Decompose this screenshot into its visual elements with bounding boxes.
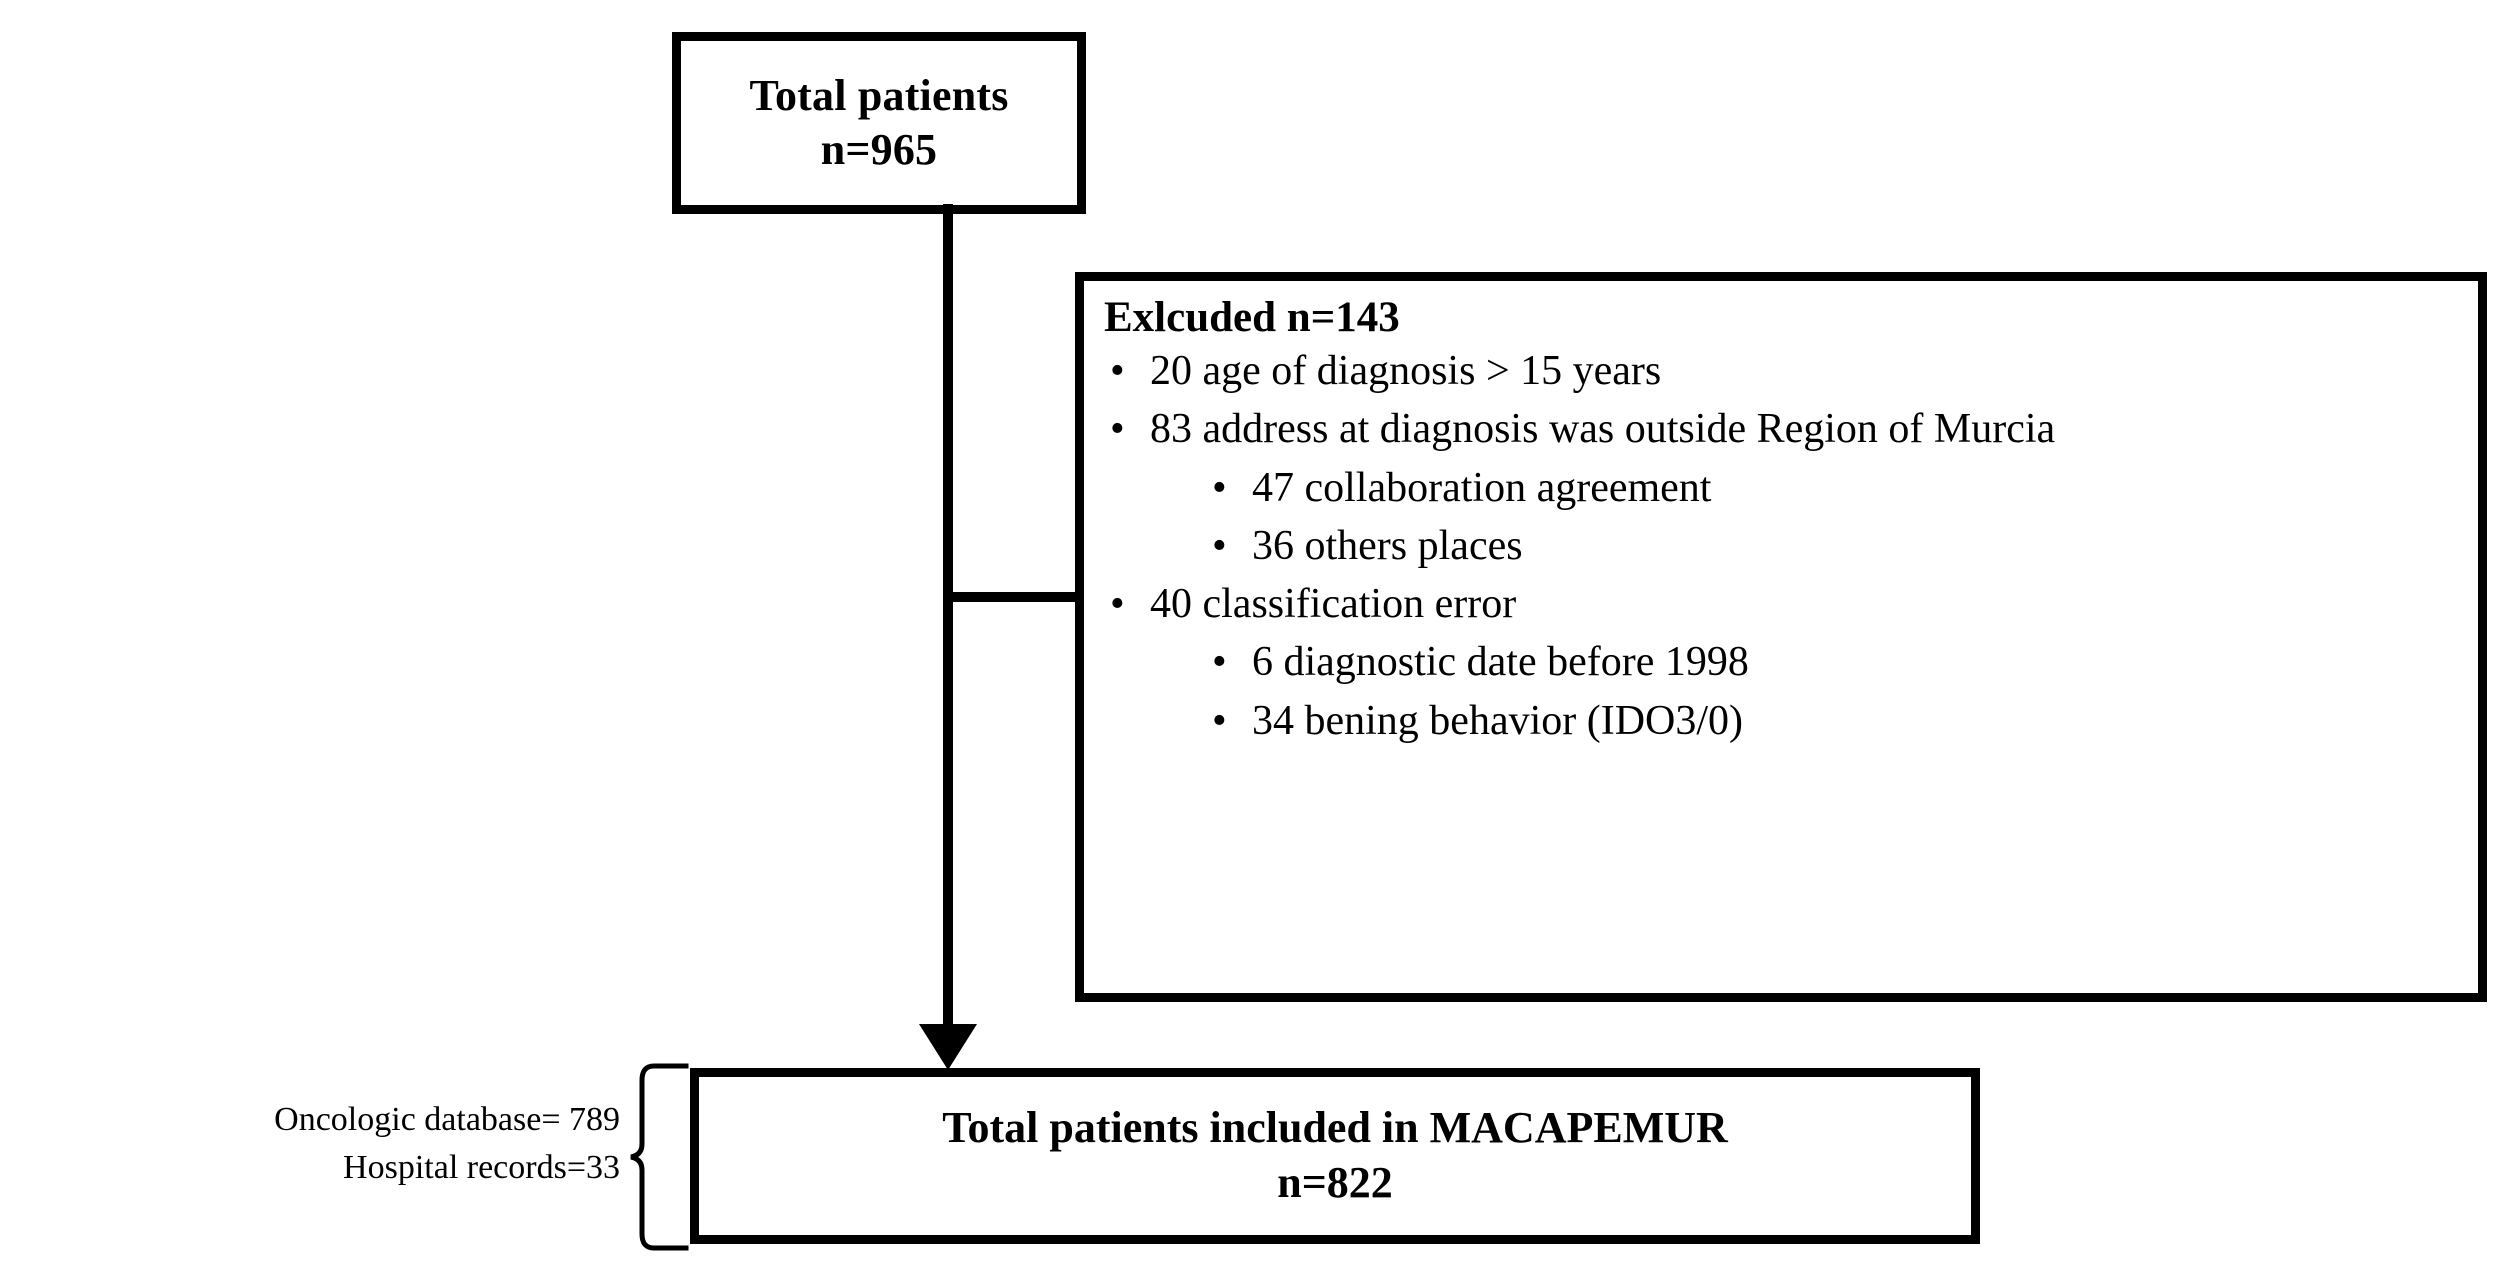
list-item-label: 36 others places [1252, 523, 1523, 570]
total-patients-title: Total patients [749, 71, 1009, 121]
list-item-label: 40 classification error [1150, 580, 1517, 627]
list-item: • 6 diagnostic date before 1998 [1150, 635, 2460, 690]
list-item: • 34 bening behavior (IDO3/0) [1150, 694, 2460, 749]
bullet-dot-icon: • [1212, 639, 1227, 686]
bullet-dot-icon: • [1212, 523, 1227, 570]
oncologic-database-label: Oncologic database= 789 [274, 1101, 620, 1138]
list-item-label: 20 age of diagnosis > 15 years [1150, 348, 1662, 395]
arrow-head-icon [919, 1024, 977, 1070]
list-item: • 47 collaboration agreement [1150, 461, 2460, 516]
included-patients-box: Total patients included in MACAPEMUR n=8… [690, 1068, 1980, 1244]
list-item: • 40 classification error • 6 diagnostic… [1104, 577, 2460, 749]
list-item: • 20 age of diagnosis > 15 years [1104, 344, 2460, 399]
total-patients-count: n=965 [820, 125, 938, 174]
list-item: • 36 others places [1150, 519, 2460, 574]
excluded-title: Exlcuded n=143 [1104, 294, 1400, 341]
excluded-reasons-list: • 20 age of diagnosis > 15 years • 83 ad… [1104, 344, 2460, 748]
bullet-dot-icon: • [1110, 348, 1125, 395]
source-annotation: Oncologic database= 789 Hospital records… [60, 1096, 620, 1193]
bullet-dot-icon: • [1110, 580, 1125, 627]
bullet-dot-icon: • [1212, 698, 1227, 744]
total-patients-box: Total patients n=965 [672, 32, 1086, 214]
hospital-records-label: Hospital records=33 [343, 1149, 620, 1187]
list-item-label: 6 diagnostic date before 1998 [1252, 639, 1749, 686]
bullet-dot-icon: • [1110, 406, 1125, 453]
list-item-label: 83 address at diagnosis was outside Regi… [1150, 406, 2056, 453]
included-patients-title: Total patients included in MACAPEMUR [942, 1103, 1728, 1153]
excluded-sublist: • 47 collaboration agreement • 36 others… [1150, 461, 2460, 574]
list-item-label: 34 bening behavior (IDO3/0) [1252, 698, 1744, 744]
list-item-label: 47 collaboration agreement [1252, 464, 1712, 511]
bullet-dot-icon: • [1212, 464, 1227, 511]
included-patients-count: n=822 [1277, 1158, 1393, 1207]
excluded-sublist: • 6 diagnostic date before 1998 • 34 ben… [1150, 635, 2460, 748]
horizontal-branch-connector [943, 592, 1083, 602]
excluded-patients-box: Exlcuded n=143 • 20 age of diagnosis > 1… [1075, 272, 2487, 1002]
curly-brace-icon [630, 1063, 689, 1251]
list-item: • 83 address at diagnosis was outside Re… [1104, 402, 2460, 574]
vertical-connector-line [943, 204, 953, 1034]
